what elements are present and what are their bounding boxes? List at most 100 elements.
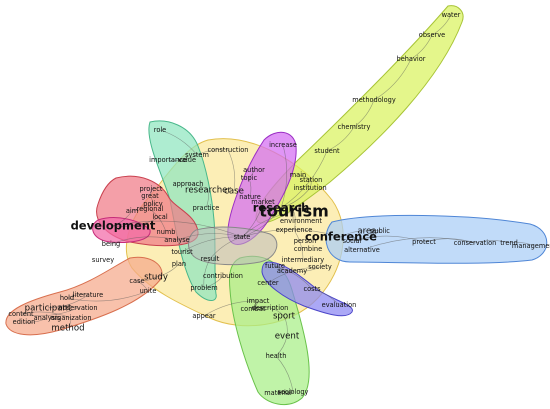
- term-link: [373, 58, 412, 101]
- term-label-survey: survey: [92, 256, 114, 264]
- term-label-edition: edition: [13, 318, 36, 326]
- term-label-main: main: [290, 171, 306, 179]
- term-link: [311, 288, 340, 306]
- term-label-student: student: [314, 147, 340, 155]
- term-link: [351, 235, 425, 243]
- term-label-institution: institution: [293, 184, 326, 192]
- term-label-topic: topic: [241, 174, 258, 182]
- term-label-costs: costs: [303, 285, 321, 293]
- term-label-role: role: [154, 126, 167, 134]
- term-label-center: center: [257, 279, 279, 287]
- term-link: [269, 307, 285, 317]
- term-label-event: event: [275, 332, 300, 342]
- term-label-organization: organization: [51, 314, 92, 322]
- term-link: [47, 305, 79, 309]
- term-label-plan: plan: [172, 260, 186, 268]
- term-label-society: society: [308, 263, 332, 271]
- term-link: [23, 317, 48, 323]
- term-link: [131, 203, 154, 212]
- cluster-grey-core: [188, 226, 278, 266]
- term-link: [67, 317, 72, 329]
- term-link: [340, 230, 368, 238]
- term-label-tourist: tourist: [171, 248, 193, 256]
- term-label-environment: environment: [280, 217, 322, 225]
- term-link: [112, 210, 133, 227]
- term-label-description: description: [252, 304, 289, 312]
- term-label-experience: experience: [276, 226, 313, 234]
- term-label-nature: nature: [239, 193, 261, 201]
- term-label-appear: appear: [192, 312, 216, 320]
- term-label-project: project: [140, 185, 163, 193]
- term-link: [167, 154, 198, 161]
- term-label-future: future: [265, 262, 285, 270]
- term-label-construction: construction: [207, 146, 248, 154]
- term-link: [196, 149, 229, 156]
- term-link: [280, 144, 288, 209]
- term-label-great: great: [141, 192, 159, 200]
- term-label-water: water: [442, 11, 461, 19]
- term-link: [291, 266, 321, 272]
- term-link: [277, 391, 294, 394]
- term-link: [366, 229, 381, 232]
- term-label-content: content: [8, 310, 34, 318]
- term-link: [353, 99, 375, 128]
- term-label-aim: aim: [126, 207, 138, 215]
- term-label-participant: participant: [25, 304, 72, 314]
- term-label-regional: regional: [137, 205, 164, 213]
- term-link: [205, 189, 209, 209]
- term-link: [248, 177, 252, 198]
- term-link: [209, 236, 243, 260]
- term-link: [149, 208, 167, 233]
- term-label-researcher: researcher: [185, 186, 231, 196]
- term-link: [136, 276, 157, 282]
- term-link: [309, 179, 312, 189]
- term-link: [252, 300, 259, 310]
- term-link: [227, 149, 236, 192]
- term-link: [136, 280, 149, 292]
- term-label-case: case: [224, 187, 244, 197]
- term-link: [181, 236, 243, 253]
- term-label-method: method: [51, 324, 84, 334]
- term-link: [280, 187, 311, 209]
- term-link: [241, 229, 342, 238]
- term-label-impact: impact: [247, 297, 270, 305]
- term-label-trend: trend: [500, 239, 518, 247]
- term-link: [274, 265, 313, 290]
- term-label-material: material: [264, 389, 292, 397]
- term-link: [275, 355, 294, 393]
- term-label-result: result: [201, 255, 220, 263]
- term-link: [20, 307, 79, 317]
- term-label-increase: increase: [269, 141, 297, 149]
- term-link: [293, 211, 296, 231]
- cluster-regions: [5, 5, 548, 406]
- term-label-value: value: [178, 156, 196, 164]
- term-link: [474, 240, 510, 244]
- term-link: [274, 265, 293, 272]
- term-link: [155, 263, 180, 278]
- term-label-person: person: [294, 237, 317, 245]
- term-label-management: management: [512, 242, 550, 250]
- term-label-research: research: [253, 201, 310, 215]
- term-label-local: local: [152, 213, 168, 221]
- term-label-approach: approach: [173, 180, 204, 188]
- term-label-public: public: [370, 227, 390, 235]
- term-link: [326, 126, 355, 152]
- term-label-development: development: [71, 219, 156, 233]
- term-label-hold: hold: [60, 294, 74, 302]
- term-label-study: study: [144, 273, 168, 283]
- term-label-intermediary: intermediary: [282, 256, 324, 264]
- term-link: [241, 201, 264, 238]
- term-label-problem: problem: [190, 284, 217, 292]
- term-label-being: being: [102, 240, 120, 248]
- term-label-chemistry: chemistry: [338, 123, 371, 131]
- term-labels: waterobservebehaviormethodologychemistry…: [8, 11, 550, 397]
- term-label-area: area: [357, 227, 376, 237]
- term-link: [351, 230, 381, 242]
- term-label-market: market: [251, 198, 275, 206]
- term-link: [112, 216, 161, 227]
- term-label-health: health: [266, 352, 287, 360]
- term-links: [20, 14, 535, 394]
- term-link: [203, 258, 211, 289]
- term-label-combat: combat: [241, 305, 266, 313]
